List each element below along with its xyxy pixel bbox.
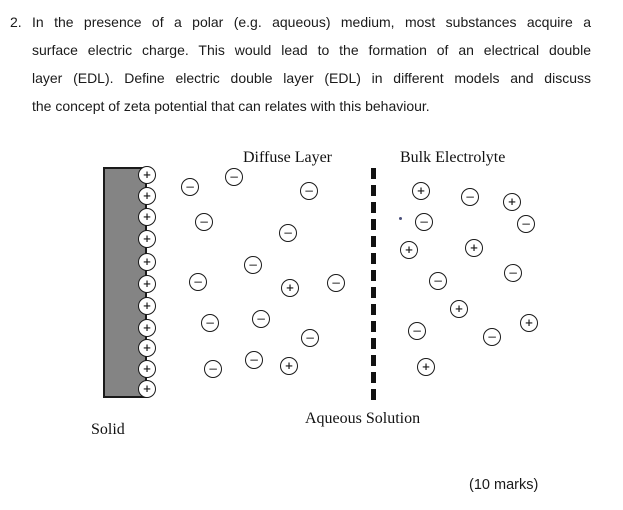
negative-ion: − [301,329,319,347]
positive-ion: + [465,239,483,257]
positive-ion: + [138,275,156,293]
positive-ion: + [138,253,156,271]
positive-ion: + [412,182,430,200]
negative-ion: − [252,310,270,328]
positive-ion: + [138,297,156,315]
negative-ion: − [408,322,426,340]
negative-ion: − [461,188,479,206]
question-number: 2. [10,14,22,30]
diffuse-bulk-boundary-line [371,168,376,406]
positive-ion: + [138,360,156,378]
negative-ion: − [204,360,222,378]
negative-ion: − [429,272,447,290]
negative-ion: − [279,224,297,242]
negative-ion: − [201,314,219,332]
negative-ion: − [245,351,263,369]
positive-ion: + [138,187,156,205]
negative-ion: − [181,178,199,196]
positive-ion: + [503,193,521,211]
stray-dot [399,217,402,220]
question-text: In the presence of a polar (e.g. aqueous… [32,8,591,120]
question-line: layer (EDL). Define electric double laye… [32,70,591,86]
negative-ion: − [225,168,243,186]
negative-ion: − [415,213,433,231]
negative-ion: − [189,273,207,291]
positive-ion: + [138,230,156,248]
positive-ion: + [138,166,156,184]
question-line: In the presence of a polar (e.g. aqueous… [32,14,591,30]
question-line: surface electric charge. This would lead… [32,42,591,58]
positive-ion: + [281,279,299,297]
bulk-electrolyte-label: Bulk Electrolyte [400,149,506,166]
negative-ion: − [195,213,213,231]
positive-ion: + [138,339,156,357]
positive-ion: + [138,380,156,398]
negative-ion: − [517,215,535,233]
question-block: 2. In the presence of a polar (e.g. aque… [10,8,591,120]
positive-ion: + [450,300,468,318]
negative-ion: − [244,256,262,274]
negative-ion: − [327,274,345,292]
positive-ion: + [417,358,435,376]
marks-label: (10 marks) [469,477,539,493]
positive-ion: + [138,208,156,226]
positive-ion: + [280,357,298,375]
aqueous-solution-label: Aqueous Solution [305,410,421,427]
solid-label: Solid [91,421,125,438]
diffuse-layer-label: Diffuse Layer [243,149,332,166]
question-line: the concept of zeta potential that can r… [32,98,430,114]
negative-ion: − [504,264,522,282]
positive-ion: + [400,241,418,259]
negative-ion: − [483,328,501,346]
positive-ion: + [520,314,538,332]
negative-ion: − [300,182,318,200]
positive-ion: + [138,319,156,337]
